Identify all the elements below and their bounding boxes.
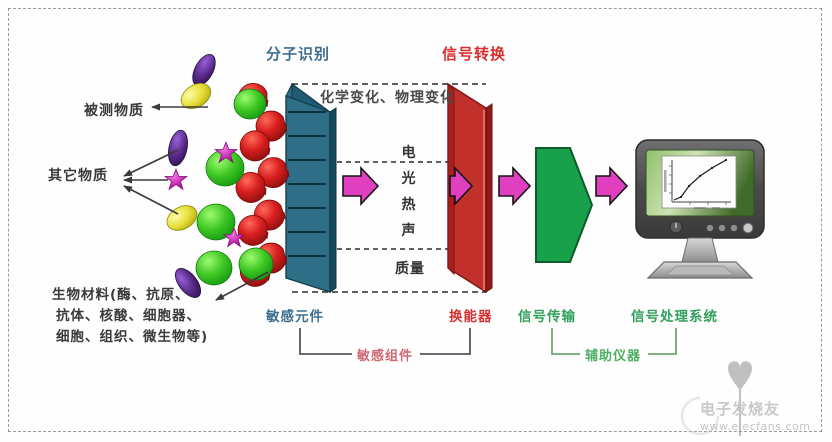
label-signal-processing-system: 信号处理系统 [631,309,718,325]
sample-molecules [163,54,274,298]
energy-form-column: 电 光 热 声 [398,140,420,244]
callout-leaders [123,103,269,301]
sensing-element-plate [285,82,337,294]
flow-arrow-4 [595,165,629,207]
label-signal-conversion: 信号转换 [442,45,507,63]
label-biomaterial: 生物材料(酶、抗原、 抗体、核酸、细胞器、 细胞、组织、微生物等) [52,285,208,348]
energy-form-light: 光 [401,171,417,187]
receptor-icon [239,130,271,162]
interferent-purple [174,268,202,298]
label-molecular-recognition: 分子识别 [266,45,331,63]
energy-form-heat: 热 [401,197,417,213]
label-sensing-assembly: 敏感组件 [357,349,414,364]
watermark-swirl-icon [680,396,720,436]
interferent-star [163,168,189,191]
interferent-star [213,141,239,164]
flow-arrow-1 [342,165,380,207]
label-transducer: 换能器 [449,309,493,325]
outer-dashed-frame [8,8,822,432]
interferent-purple [168,129,188,167]
receptor-icon [235,172,267,203]
label-other-substances: 其它物质 [48,168,108,184]
label-chemical-physical-changes: 化学变化、物理变化 [320,90,455,106]
leader-biomaterial [215,271,269,301]
bound-analyte [233,88,267,120]
label-auxiliary-instrument: 辅助仪器 [585,349,642,364]
label-analyte: 被测物质 [84,103,144,119]
label-signal-transmission: 信号传输 [518,309,576,325]
leader-other-3 [123,185,179,215]
biomaterial-line-3: 细胞、组织、微生物等) [56,329,209,345]
energy-form-electric: 电 [401,145,417,161]
energy-form-mass: 质量 [395,261,425,277]
signal-transmission-shape [535,147,594,263]
bracket-auxiliary-instrument [551,328,677,355]
interferent-star [222,227,246,248]
monitor-icon [635,139,765,279]
interferent-yellow [166,205,198,231]
bracket-sensing-assembly [299,328,471,355]
leader-other-1 [123,149,179,177]
analyte-molecule [238,247,274,281]
flow-arrow-3 [498,165,532,207]
analyte-molecule [195,250,233,286]
sensing-assembly-dashed-box [292,83,486,293]
biomaterial-line-2: 抗体、核酸、细胞器、 [56,308,201,324]
flow-arrows [342,165,629,207]
biomaterial-line-1: 生物材料(酶、抗原、 [52,287,190,303]
label-sensing-element: 敏感元件 [266,309,324,325]
flow-arrow-2 [449,165,474,207]
analyte-molecule [196,203,236,241]
energy-form-sound: 声 [401,223,417,239]
bottom-brackets [299,328,677,355]
interferent-yellow [180,82,212,110]
receptor-icon [237,215,269,246]
watermark-heart-icon [728,361,752,436]
